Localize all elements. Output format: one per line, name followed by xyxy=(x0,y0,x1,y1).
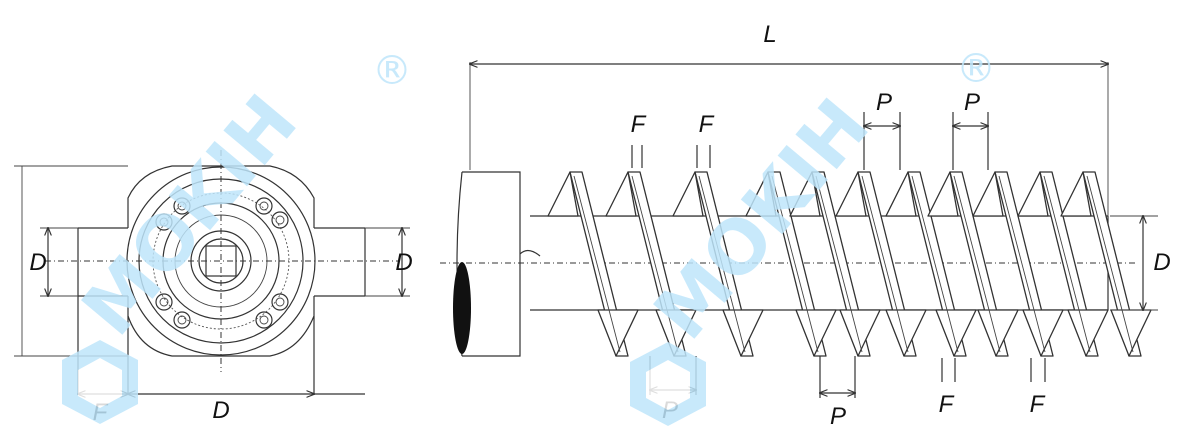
watermark-right-registered: ® xyxy=(956,46,996,92)
side-view: L F F P P P P F F xyxy=(440,21,1171,430)
flight-top-wedge xyxy=(547,171,579,217)
flight-top-1-label: F xyxy=(631,111,647,138)
flight-edge xyxy=(631,175,679,353)
flight-bottom-wedge xyxy=(795,309,837,357)
flight-top-wedge xyxy=(972,171,1004,217)
side-view-diameter-label: D xyxy=(1153,249,1170,276)
end-view-diameter-left-label: D xyxy=(29,249,46,276)
pitch-bottom-2-label: P xyxy=(830,403,846,430)
flight-edge xyxy=(1043,175,1091,353)
flight-top-wedge xyxy=(745,171,777,217)
pitch-top-1-label: P xyxy=(876,89,892,116)
flight-bottom-wedge xyxy=(655,309,697,357)
watermark-left-registered: ® xyxy=(372,48,412,94)
flight-bottom-2-label: F xyxy=(1030,391,1046,418)
watermark-left-text: MOKIH xyxy=(66,79,314,351)
flight-edge xyxy=(1086,175,1134,353)
watermark-right: MOKIH ® xyxy=(630,46,996,426)
pitch-top-2-label: P xyxy=(964,89,980,116)
flight-bottom-wedge xyxy=(977,309,1019,357)
flight-top-wedge xyxy=(789,171,821,217)
flight-top-wedge xyxy=(885,171,917,217)
flight-edge xyxy=(911,175,959,353)
end-view-diameter-bottom-label: D xyxy=(212,397,229,424)
flight-edge xyxy=(953,175,1001,353)
end-view: D D F D xyxy=(14,150,413,426)
flight-top-wedge xyxy=(835,171,867,217)
flight-edge xyxy=(861,175,909,353)
inlet-opening xyxy=(453,262,471,354)
bolt-ring xyxy=(155,197,289,329)
flight-edge xyxy=(815,175,863,353)
flight-bottom-wedge xyxy=(597,309,639,357)
end-view-diameter-right-label: D xyxy=(395,249,412,276)
flight-bottom-1-label: F xyxy=(939,391,955,418)
flight-top-2-label: F xyxy=(699,111,715,138)
flight-top-wedge xyxy=(605,171,637,217)
flight-top-wedge xyxy=(927,171,959,217)
flight-top-wedge xyxy=(1060,171,1092,217)
flight-bottom-wedge xyxy=(935,309,977,357)
flight-bottom-wedge xyxy=(885,309,927,357)
flight-edge xyxy=(698,175,746,353)
flight-bottom-wedge xyxy=(1022,309,1064,357)
length-label: L xyxy=(763,21,776,48)
flight-top-wedge xyxy=(672,171,704,217)
flight-bottom-wedge xyxy=(1110,309,1152,357)
flight-bottom-wedge xyxy=(1067,309,1109,357)
flight-bottom-wedge xyxy=(722,309,764,357)
flight-top-wedge xyxy=(1017,171,1049,217)
flight-edge xyxy=(573,175,621,353)
screw-flights xyxy=(547,171,1152,357)
flight-edge xyxy=(998,175,1046,353)
flight-edge xyxy=(771,175,819,353)
flight-bottom-wedge xyxy=(839,309,881,357)
